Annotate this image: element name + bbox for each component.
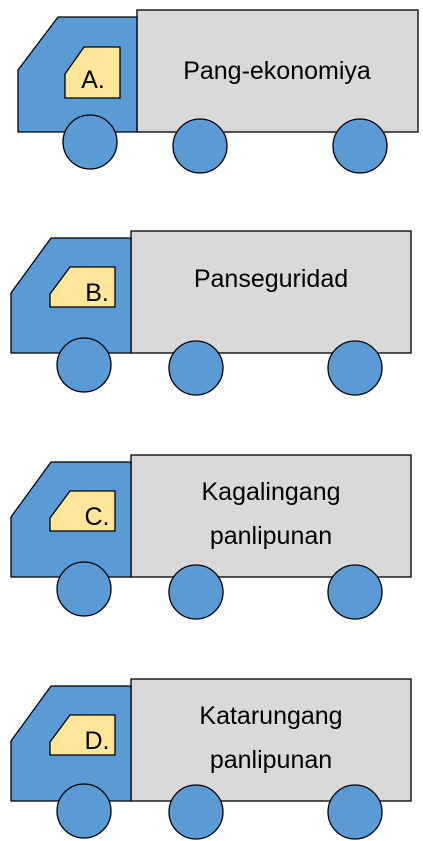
option-label-line-1: Kagalingang bbox=[201, 478, 340, 506]
option-letter: D. bbox=[85, 727, 110, 755]
wheel-icon bbox=[172, 118, 228, 174]
wheel-icon bbox=[327, 564, 383, 620]
truck-window bbox=[49, 266, 116, 308]
truck-cargo-box bbox=[130, 230, 412, 354]
truck-window bbox=[49, 490, 116, 532]
wheel-icon bbox=[327, 784, 383, 840]
option-letter: A. bbox=[81, 66, 105, 94]
option-a-truck[interactable]: A. Pang-ekonomiya bbox=[17, 9, 419, 174]
option-letter: C. bbox=[85, 503, 110, 531]
truck-window bbox=[49, 714, 116, 756]
wheel-icon bbox=[168, 340, 224, 396]
option-label-line-2: panlipunan bbox=[210, 746, 332, 774]
option-label-line-1: Panseguridad bbox=[194, 265, 348, 293]
option-label-line-1: Pang-ekonomiya bbox=[183, 57, 371, 85]
wheel-icon bbox=[56, 783, 112, 839]
wheel-icon bbox=[168, 564, 224, 620]
wheel-icon bbox=[56, 561, 112, 617]
option-label-line-1: Katarungang bbox=[199, 702, 342, 730]
truck-cargo-box bbox=[130, 678, 412, 802]
wheel-icon bbox=[327, 340, 383, 396]
wheel-icon bbox=[332, 118, 388, 174]
option-c-truck[interactable]: C. Kagalingang panlipunan bbox=[10, 454, 412, 620]
wheel-icon bbox=[168, 784, 224, 840]
option-label-line-2: panlipunan bbox=[210, 522, 332, 550]
option-d-truck[interactable]: D. Katarungang panlipunan bbox=[10, 678, 412, 840]
truck-cargo-box bbox=[130, 454, 412, 578]
truck-cargo-box bbox=[136, 9, 419, 133]
option-b-truck[interactable]: B. Panseguridad bbox=[10, 230, 412, 396]
truck-window bbox=[64, 46, 121, 99]
wheel-icon bbox=[62, 114, 118, 170]
wheel-icon bbox=[56, 337, 112, 393]
option-letter: B. bbox=[85, 279, 109, 307]
